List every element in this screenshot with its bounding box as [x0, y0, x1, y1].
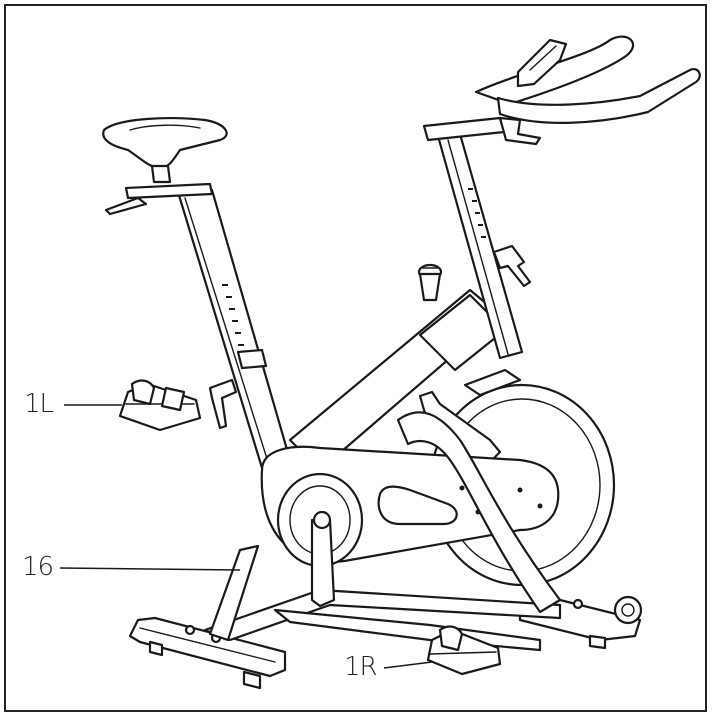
handlebars: [474, 35, 701, 146]
rear-stabilizer: [128, 616, 287, 690]
base-frame: [203, 588, 562, 652]
front-leg: [396, 411, 562, 614]
pedal-left: [118, 379, 202, 432]
pedal-right: [426, 625, 502, 676]
leader-line-1r: [383, 661, 433, 669]
seat: [102, 117, 228, 216]
leader-line-16: [59, 567, 241, 571]
callout-1l: 1L: [24, 389, 54, 419]
handlebar-post: [422, 116, 532, 360]
crank-assembly: [276, 472, 364, 608]
resistance-knob: [417, 263, 443, 302]
callout-16: 16: [22, 552, 54, 582]
seat-post: [176, 188, 292, 470]
callout-1r: 1R: [344, 652, 378, 682]
rear-leg: [208, 544, 260, 642]
